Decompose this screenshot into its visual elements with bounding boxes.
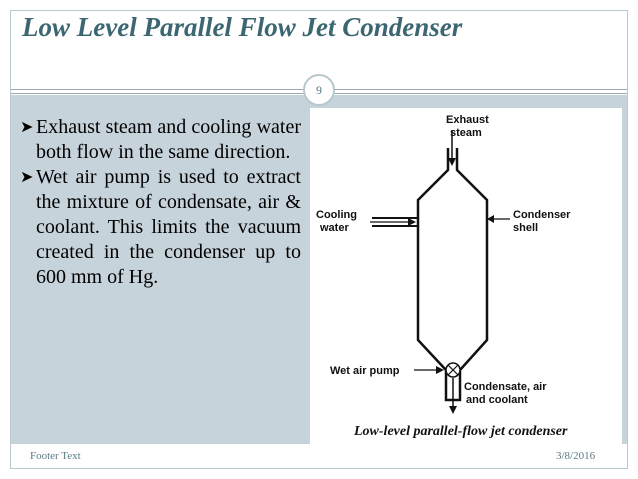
slide-frame bbox=[10, 10, 628, 469]
bullet-item: ➤ Exhaust steam and cooling water both f… bbox=[20, 115, 301, 165]
shell-label: shell bbox=[513, 222, 538, 234]
bullet-item: ➤ Wet air pump is used to extract the mi… bbox=[20, 165, 301, 290]
pump-symbol-cross-b bbox=[447, 364, 459, 376]
exhaust-label: Exhaust bbox=[446, 114, 489, 126]
pump-label: Wet air pump bbox=[330, 365, 400, 377]
condenser-diagram: Exhaust steam Cooling water Condenser sh… bbox=[316, 114, 571, 439]
shell-pointer-arrowhead bbox=[487, 215, 494, 223]
outlet-arrowhead bbox=[449, 406, 457, 414]
bullet-text: Exhaust steam and cooling water both flo… bbox=[36, 116, 301, 163]
bullet-text: Wet air pump is used to extract the mixt… bbox=[36, 166, 301, 288]
footer-text: Footer Text bbox=[30, 450, 81, 462]
page-number-badge: 9 bbox=[303, 74, 335, 106]
steam-inlet-arrowhead bbox=[448, 158, 456, 166]
condenser-label: Condenser bbox=[513, 209, 571, 221]
outlet-label: Condensate, air bbox=[464, 381, 547, 393]
bullet-list: ➤ Exhaust steam and cooling water both f… bbox=[20, 115, 301, 290]
condenser-figure: Exhaust steam Cooling water Condenser sh… bbox=[310, 108, 622, 444]
pump-pointer-arrowhead bbox=[436, 366, 444, 374]
footer-date: 3/8/2016 bbox=[556, 450, 596, 462]
outlet-label-2: and coolant bbox=[466, 394, 528, 406]
figure-caption: Low-level parallel-flow jet condenser bbox=[353, 424, 568, 439]
cooling-inlet-arrowhead bbox=[408, 218, 416, 226]
bullet-arrow-icon: ➤ bbox=[20, 119, 34, 136]
water-label: water bbox=[319, 222, 349, 234]
steam-label-text: steam bbox=[450, 127, 482, 139]
slide-title: Low Level Parallel Flow Jet Condenser bbox=[22, 12, 463, 42]
bullet-arrow-icon: ➤ bbox=[20, 169, 34, 186]
cooling-label: Cooling bbox=[316, 209, 357, 221]
condenser-shell-outline bbox=[416, 148, 489, 402]
